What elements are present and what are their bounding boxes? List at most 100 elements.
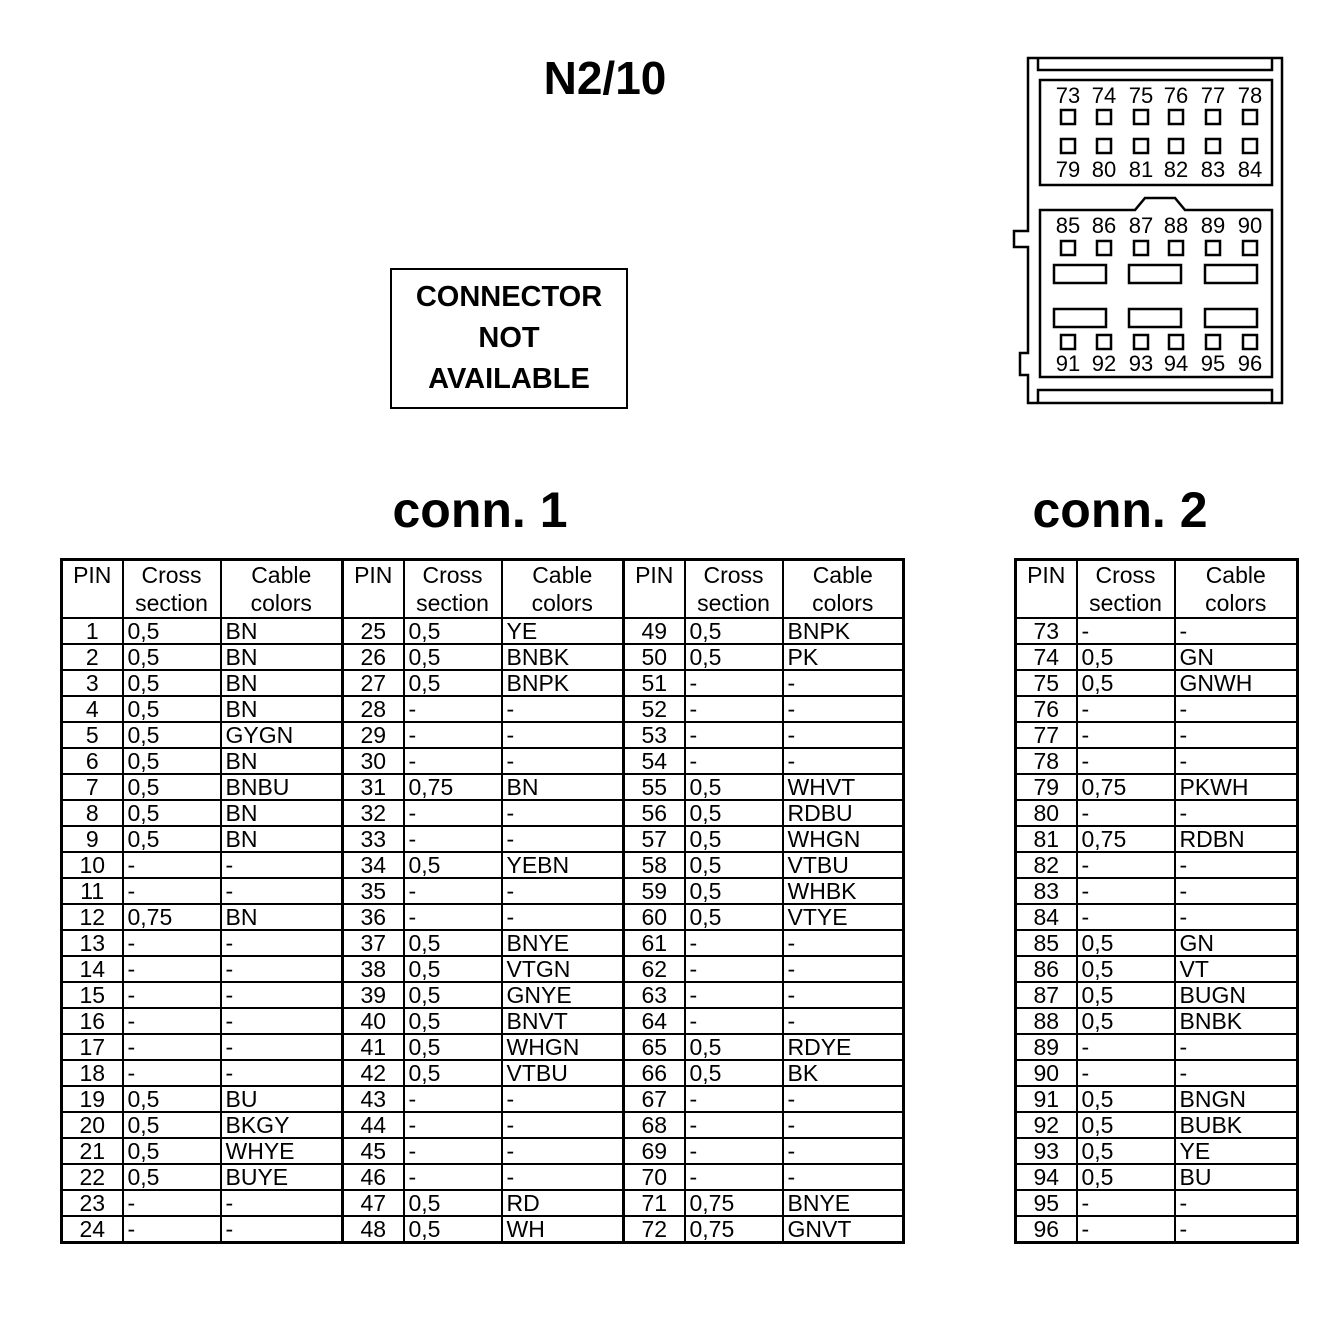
- cable-color-cell: -: [781, 669, 905, 697]
- pin-cell: 71: [622, 1189, 686, 1217]
- pin-cell: 2: [60, 643, 124, 671]
- cable-color-cell: BN: [219, 747, 344, 775]
- pin-cell: 47: [341, 1189, 405, 1217]
- cable-color-cell: -: [219, 851, 344, 879]
- pin-cell: 59: [622, 877, 686, 905]
- pin-number-label: 78: [1238, 83, 1262, 108]
- pin-number-label: 82: [1164, 157, 1188, 182]
- pin-socket-icon: [1204, 108, 1222, 126]
- pin-cell: 26: [341, 643, 405, 671]
- pin-cell: 87: [1014, 981, 1078, 1009]
- cross-section-cell: 0,5: [1075, 981, 1176, 1009]
- pin-cell: 86: [1014, 955, 1078, 983]
- cable-color-cell: -: [219, 1033, 344, 1061]
- cable-color-cell: -: [781, 1163, 905, 1191]
- cable-color-cell: -: [1173, 851, 1299, 879]
- pin-cell: 3: [60, 669, 124, 697]
- cable-color-cell: -: [781, 747, 905, 775]
- table-row: 83--: [1014, 877, 1299, 905]
- cable-color-cell: BU: [1173, 1163, 1299, 1191]
- cross-section-cell: 0,75: [683, 1215, 784, 1244]
- cross-section-cell: 0,5: [121, 1111, 222, 1139]
- cable-color-cell: GYGN: [219, 721, 344, 749]
- cable-color-cell: BUYE: [219, 1163, 344, 1191]
- header-pin: PIN: [1014, 558, 1078, 619]
- cross-section-cell: 0,5: [402, 669, 503, 697]
- pin-cell: 75: [1014, 669, 1078, 697]
- pin-number-label: 73: [1056, 83, 1080, 108]
- pin-cell: 79: [1014, 773, 1078, 801]
- header-line: section: [135, 590, 208, 616]
- pin-socket-icon: [1059, 108, 1077, 126]
- cross-section-cell: 0,5: [402, 955, 503, 983]
- cross-section-cell: -: [121, 851, 222, 879]
- pin-cell: 58: [622, 851, 686, 879]
- cross-section-cell: -: [683, 1007, 784, 1035]
- pin-cell: 96: [1014, 1215, 1078, 1244]
- pin-number-label: 79: [1056, 157, 1080, 182]
- cable-color-cell: WHGN: [500, 1033, 625, 1061]
- cross-section-cell: 0,5: [402, 1215, 503, 1244]
- table-row: 90--: [1014, 1059, 1299, 1087]
- pin-socket-icon: [1204, 333, 1222, 351]
- pin-cell: 25: [341, 617, 405, 645]
- cross-section-cell: -: [121, 877, 222, 905]
- pin-socket-icon: [1204, 137, 1222, 155]
- cross-section-cell: -: [402, 721, 503, 749]
- pin-cell: 8: [60, 799, 124, 827]
- pin-cell: 30: [341, 747, 405, 775]
- cable-color-cell: -: [219, 1215, 344, 1244]
- pin-cell: 49: [622, 617, 686, 645]
- cable-color-cell: -: [219, 1007, 344, 1035]
- cable-color-cell: -: [219, 955, 344, 983]
- pin-cell: 32: [341, 799, 405, 827]
- pin-cell: 85: [1014, 929, 1078, 957]
- cable-color-cell: -: [500, 825, 625, 853]
- notice-line-1: CONNECTOR: [415, 281, 603, 313]
- cross-section-cell: -: [402, 695, 503, 723]
- table-row: 80--: [1014, 799, 1299, 827]
- conn2-title: conn. 2: [1032, 482, 1208, 538]
- cable-color-cell: -: [1173, 721, 1299, 749]
- cross-section-cell: 0,5: [1075, 1111, 1176, 1139]
- cable-color-cell: VT: [1173, 955, 1299, 983]
- cable-color-cell: -: [500, 799, 625, 827]
- cable-color-cell: -: [1173, 695, 1299, 723]
- cross-section-cell: -: [1075, 851, 1176, 879]
- pin-socket-icon: [1241, 137, 1259, 155]
- cable-color-cell: RDBN: [1173, 825, 1299, 853]
- cable-color-cell: BNYE: [781, 1189, 905, 1217]
- cable-color-cell: -: [500, 877, 625, 905]
- cable-color-cell: WHGN: [781, 825, 905, 853]
- cross-section-cell: -: [121, 955, 222, 983]
- cable-color-cell: BN: [219, 825, 344, 853]
- table-row: 78--: [1014, 747, 1299, 775]
- cable-color-cell: -: [781, 695, 905, 723]
- header-line: Cable: [532, 562, 593, 588]
- pin-cell: 68: [622, 1111, 686, 1139]
- cross-section-cell: 0,5: [121, 669, 222, 697]
- header-pin: PIN: [622, 558, 686, 619]
- cross-section-cell: 0,5: [1075, 1163, 1176, 1191]
- pin-cell: 66: [622, 1059, 686, 1087]
- cable-color-cell: BN: [219, 799, 344, 827]
- cross-section-cell: 0,5: [121, 825, 222, 853]
- pin-cell: 81: [1014, 825, 1078, 853]
- pin-number-label: 87: [1129, 213, 1153, 238]
- pin-number-label: 89: [1201, 213, 1225, 238]
- cable-color-cell: -: [500, 1137, 625, 1165]
- pin-cell: 7: [60, 773, 124, 801]
- pin-number-label: 90: [1238, 213, 1262, 238]
- header-line: section: [416, 590, 489, 616]
- table-row: 82--: [1014, 851, 1299, 879]
